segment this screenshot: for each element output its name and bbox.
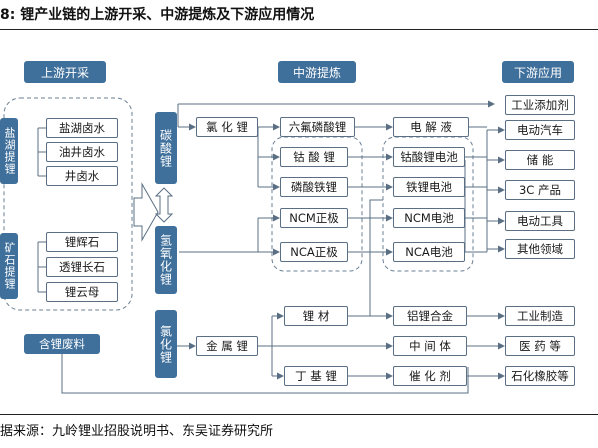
header-midstream: 中游提炼 <box>278 61 356 83</box>
product-al-li-alloy: 铝锂合金 <box>393 306 467 326</box>
mid-lifepo4: 磷酸铁锂 <box>280 177 348 197</box>
cathode-dashed-group <box>271 136 363 272</box>
mid-licl: 氯 化 锂 <box>196 117 258 137</box>
ore-item-lepidolite: 锂云母 <box>46 282 118 302</box>
lithium-hydroxide: 氢氧化锂 <box>155 226 177 294</box>
bottom-rule <box>0 414 598 415</box>
downstream-3c: 3C 产品 <box>505 180 575 200</box>
lithium-waste: 含锂废料 <box>24 334 100 354</box>
mid-nca: NCA正极 <box>280 242 348 262</box>
upstream-to-midstream-arrow <box>133 182 159 242</box>
brine-item-oilfield: 油井卤水 <box>46 142 118 162</box>
mid-lipf6: 六氟磷酸锂 <box>280 117 355 137</box>
ore-item-spodumene: 锂辉石 <box>46 232 118 252</box>
downstream-power-tools: 电动工具 <box>505 211 575 231</box>
mid-li-material: 锂 材 <box>284 306 348 326</box>
product-electrolyte: 电 解 液 <box>393 117 469 137</box>
brine-item-well: 井卤水 <box>46 166 118 186</box>
downstream-industrial-additive: 工业添加剂 <box>505 95 575 115</box>
battery-dashed-group <box>382 136 474 272</box>
lithium-carbonate: 碳酸锂 <box>155 112 177 184</box>
downstream-medicine: 医 药 等 <box>505 336 575 356</box>
ore-item-petalite: 透锂长石 <box>46 257 118 277</box>
downstream-ev: 电动汽车 <box>505 120 575 140</box>
ore-extraction-label: 矿石提锂 <box>0 233 18 299</box>
product-nca-battery: NCA电池 <box>393 242 465 262</box>
figure-title: 8: 锂产业链的上游开采、中游提炼及下游应用情况 <box>0 7 315 23</box>
downstream-other: 其他领域 <box>505 239 575 259</box>
downstream-manufacturing: 工业制造 <box>505 306 575 326</box>
mid-ncm: NCM正极 <box>280 208 348 228</box>
upstream-dashed-group <box>3 97 133 311</box>
product-intermediate: 中 间 体 <box>393 336 467 356</box>
mid-li-metal: 金 属 锂 <box>196 336 258 356</box>
carbonate-hydroxide-double-arrow <box>154 187 174 223</box>
product-ncm-battery: NCM电池 <box>393 208 465 228</box>
top-rule <box>0 29 598 30</box>
header-upstream: 上游开采 <box>24 61 106 83</box>
lithium-chloride: 氯化锂 <box>155 310 177 378</box>
product-lco-battery: 钴酸锂电池 <box>393 147 465 167</box>
mid-butyl-lithium: 丁 基 锂 <box>284 366 348 386</box>
downstream-petrochem-rubber: 石化橡胶等 <box>505 366 575 386</box>
brine-extraction-label: 盐湖提锂 <box>0 118 18 184</box>
downstream-storage: 储 能 <box>505 150 575 170</box>
product-catalyst: 催 化 剂 <box>393 366 467 386</box>
header-downstream: 下游应用 <box>502 61 574 83</box>
product-lfp-battery: 铁锂电池 <box>393 177 465 197</box>
source-note: 据来源：九岭锂业招股说明书、东吴证券研究所 <box>0 424 274 439</box>
brine-item-salt-lake: 盐湖卤水 <box>46 118 118 138</box>
mid-licoo2: 钴 酸 锂 <box>280 147 348 167</box>
